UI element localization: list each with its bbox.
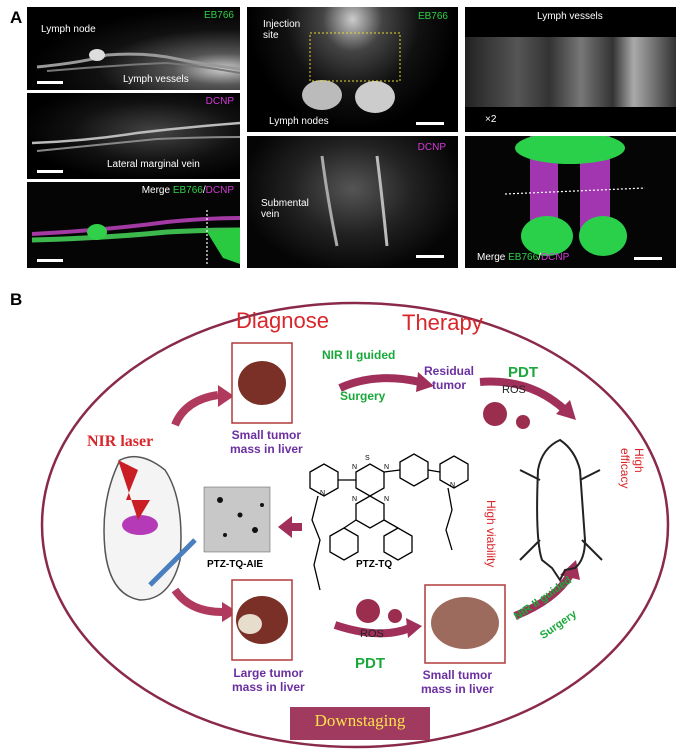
lateral-vein-label: Lateral marginal vein — [107, 159, 200, 170]
lymph-vessels-zoom-label: Lymph vessels — [537, 11, 603, 22]
merge-slash: / — [538, 252, 541, 263]
merge-slash: / — [202, 185, 206, 196]
channel-label-dcnp: DCNP — [417, 142, 446, 153]
scale-bar — [634, 257, 662, 260]
submental-vein-label: Submental vein — [261, 198, 309, 220]
image-dcnp-vein: DCNP Lateral marginal vein — [27, 93, 240, 179]
image-dcnp-submental: DCNP Submental vein — [247, 136, 458, 268]
scale-bar — [416, 255, 444, 258]
ros-bottom-label: ROS — [360, 628, 384, 640]
lymph-nodes-drawing — [302, 32, 401, 113]
lymph-node-label: Lymph node — [41, 24, 96, 35]
zoom-strip — [465, 37, 676, 107]
scale-bar — [416, 122, 444, 125]
downstaging-banner: Downstaging — [314, 711, 406, 730]
lymph-vessels-label: Lymph vessels — [123, 74, 189, 85]
merge-word: Merge — [477, 252, 506, 263]
nir-guided-top: NIR II guided — [322, 348, 396, 362]
molecule-n-atom: N — [450, 482, 456, 489]
merge-label: Merge EB766/DCNP — [477, 252, 569, 263]
merge-ch1: EB766 — [172, 185, 203, 196]
merge-label: Merge EB766/DCNP — [142, 185, 234, 196]
ptz-tq-label: PTZ-TQ — [356, 559, 393, 570]
merge-drawing — [31, 210, 240, 266]
image-merge-a: Merge EB766/DCNP — [27, 182, 240, 268]
molecule-n-atom: N — [320, 490, 326, 497]
scale-bar — [37, 81, 63, 84]
merge-word: Merge — [141, 185, 171, 196]
high-viability-label: High viability — [484, 500, 498, 568]
channel-label-eb766: EB766 — [203, 10, 234, 21]
small-tumor-bottom-label: Small tumor mass in liver — [421, 668, 494, 696]
zoom-factor-label: ×2 — [485, 114, 497, 125]
high-efficacy-label: High efficacy — [618, 448, 646, 489]
pdt-top-label: PDT — [508, 364, 538, 381]
image-zoom-lymph-vessels: Lymph vessels ×2 — [465, 7, 676, 132]
scale-bar — [37, 170, 63, 173]
molecule-n-atom: N — [384, 496, 390, 503]
submental-vein-drawing — [320, 155, 389, 247]
molecule-s-atom: S — [365, 455, 370, 462]
merge-ch1: EB766 — [508, 252, 539, 263]
image-merge-b: Merge EB766/DCNP — [465, 136, 676, 268]
vein-drawing — [31, 121, 240, 152]
molecule-n-atom: N — [352, 496, 358, 503]
residual-tumor-label: Residual tumor — [424, 364, 475, 392]
therapy-heading: Therapy — [402, 310, 483, 335]
lymph-nodes-label: Lymph nodes — [269, 116, 329, 127]
small-tumor-top-label: Small tumor mass in liver — [230, 428, 303, 456]
channel-label-dcnp: DCNP — [205, 96, 234, 107]
injection-site-label: Injection site — [263, 19, 301, 41]
ptz-tq-aie-label: PTZ-TQ-AIE — [207, 559, 264, 570]
image-eb766-injection: Injection site EB766 Lymph nodes — [247, 7, 458, 132]
nir-laser-label: NIR laser — [87, 433, 154, 450]
merge-b-drawing — [504, 136, 646, 256]
molecule-n-atom: N — [384, 464, 390, 471]
pdt-bottom-label: PDT — [355, 655, 385, 672]
lymph-vessel-drawing — [36, 49, 240, 74]
merge-ch2: DCNP — [205, 185, 234, 196]
molecule-n-atom: N — [352, 464, 358, 471]
merge-ch2: DCNP — [540, 252, 570, 263]
ptz-tq-molecule — [309, 453, 469, 591]
ros-top-label: ROS — [502, 384, 526, 396]
scale-bar — [37, 259, 63, 262]
panel-a-label: A — [10, 8, 23, 27]
surgery-top: Surgery — [340, 389, 386, 403]
diagnose-heading: Diagnose — [236, 308, 329, 333]
large-tumor-label: Large tumor mass in liver — [232, 666, 305, 694]
channel-label-eb766: EB766 — [417, 11, 448, 22]
panel-b-label: B — [10, 290, 23, 309]
image-eb766-lymph: EB766 Lymph node Lymph vessels — [27, 7, 240, 90]
